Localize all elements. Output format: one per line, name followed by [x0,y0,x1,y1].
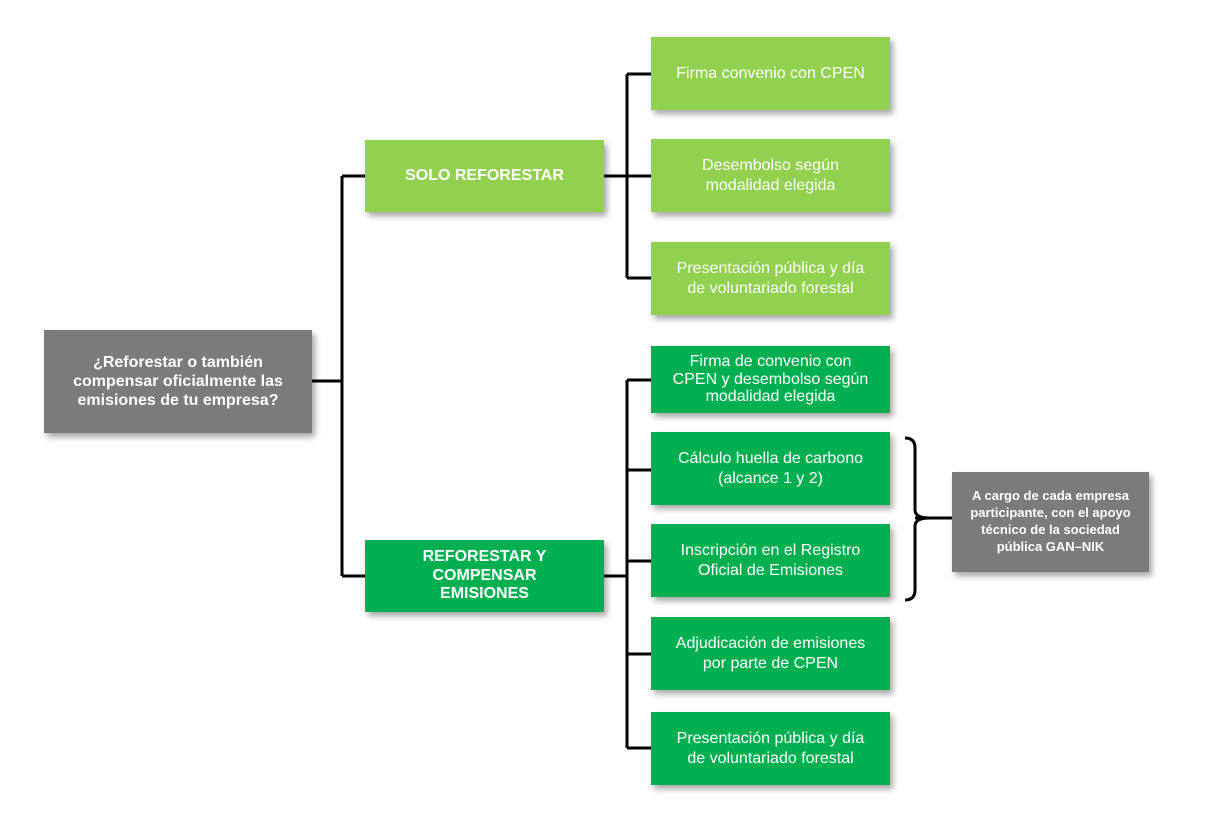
step-calculo-huella: Cálculo huella de carbono (alcance 1 y 2… [651,432,890,505]
step-presentacion-voluntariado: Presentación pública y día de voluntaria… [651,712,890,785]
note-line-3: técnico de la sociedad [981,522,1120,537]
step-label-line-1: Inscripción en el Registro [680,542,861,560]
step-label-line-2: de voluntariado forestal [687,279,854,297]
step-label-line-1: Desembolso según [702,157,839,175]
option-solo-reforestar-label: SOLO REFORESTAR [405,167,564,184]
note-line-2: participante, con el apoyo [970,505,1131,521]
note-box: A cargo de cada empresa participante, co… [952,472,1149,572]
step-label-line-1: Cálculo huella de carbono [677,450,863,468]
option-reforestar-compensar: REFORESTAR Y COMPENSAR EMISIONES [365,540,604,612]
step-label-line-2: CPEN y desembolso según [672,370,869,388]
step-label-line-2: por parte de CPEN [702,654,839,672]
step-label-line-1: Firma de convenio con [689,353,852,371]
option-reforestar-compensar-line-1: REFORESTAR Y COMPENSAR [422,548,547,584]
question-box: ¿Reforestar o también compensar oficialm… [44,330,312,433]
question-line-3: emisiones de tu empresa? [77,392,279,410]
option-solo-reforestar: SOLO REFORESTAR [365,140,604,212]
step-label-line-1: Adjudicación de emisiones [675,635,866,653]
option-reforestar-compensar-line-2: EMISIONES [440,585,529,603]
note-line-4: pública GAN–NIK [996,538,1105,554]
step-adjudicacion-emisiones: Adjudicación de emisiones por parte de C… [651,617,890,690]
step-label-line-3: modalidad elegida [705,388,836,406]
step-presentacion-publica: Presentación pública y día de voluntaria… [651,242,890,315]
question-line-1: ¿Reforestar o también [93,353,263,371]
step-label-line-2: de voluntariado forestal [687,749,854,767]
step-label-line-1: Presentación pública y día [676,730,865,748]
step-firma-desembolso: Firma de convenio con CPEN y desembolso … [651,346,890,413]
step-label-line-2: (alcance 1 y 2) [718,469,823,487]
note-line-1: A cargo de cada empresa [971,488,1130,504]
question-line-2: compensar oficialmente las [73,372,283,390]
step-label: Firma convenio con CPEN [676,64,865,82]
step-label-line-1: Presentación pública y día [676,260,865,278]
step-firma-convenio: Firma convenio con CPEN [651,37,890,110]
step-label-line-2: modalidad elegida [705,176,836,194]
step-inscripcion-registro: Inscripción en el Registro Oficial de Em… [651,524,890,597]
step-desembolso: Desembolso según modalidad elegida [651,139,890,212]
step-label-line-2: Oficial de Emisiones [698,561,843,579]
